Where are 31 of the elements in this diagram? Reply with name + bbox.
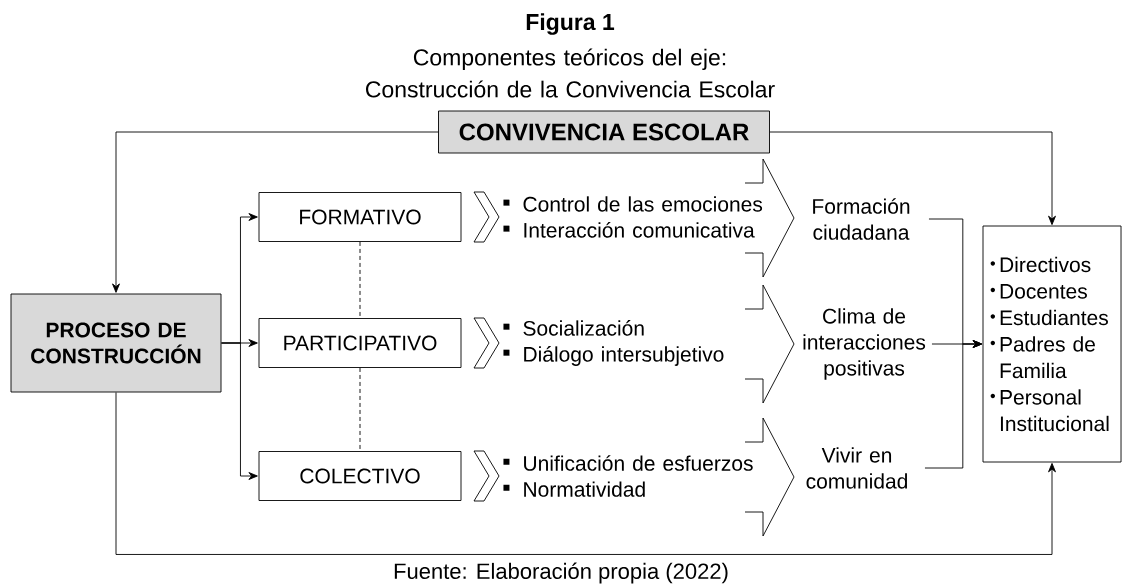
connector-arrow bbox=[112, 131, 439, 293]
connector-arrow bbox=[924, 340, 983, 469]
chevron-arrow bbox=[473, 317, 500, 369]
connector-arrow bbox=[221, 342, 258, 480]
connector-arrow bbox=[769, 131, 1056, 226]
actors-box: Directivos Docentes Estudiantes Padres de Familia Personal Institucional bbox=[982, 225, 1122, 463]
chevron-block: Unificación de esfuerzos Normatividad bbox=[503, 417, 795, 537]
figure-title: Figura 1 bbox=[526, 13, 615, 35]
connector-arrow bbox=[115, 392, 1056, 555]
category-box: COLECTIVO bbox=[258, 451, 462, 501]
source-caption: Fuente: Elaboración propia (2022) bbox=[394, 562, 728, 584]
dashed-line bbox=[359, 241, 361, 319]
category-box: FORMATIVO bbox=[258, 192, 462, 242]
category-box: PARTICIPATIVO bbox=[258, 318, 462, 368]
chevron-arrow bbox=[473, 450, 500, 502]
process-box: PROCESO DE CONSTRUCCIÓN bbox=[10, 293, 222, 393]
chevron-block: Socialización Diálogo intersubjetivo bbox=[503, 284, 795, 404]
figure-subtitle: Componentes teóricos del eje: Construcción de la Convivencia Escolar bbox=[366, 48, 775, 98]
node-label: Diálogo intersubjetivo bbox=[524, 346, 724, 366]
outcome-text: Clima de interacciones positivas bbox=[803, 308, 926, 380]
outcome-text: Vivir en comunidad bbox=[806, 447, 907, 489]
chevron-arrow bbox=[473, 191, 500, 243]
node-label: Interacción comunicativa bbox=[524, 222, 755, 238]
node-label: Control de las emociones bbox=[523, 196, 763, 212]
dashed-line bbox=[359, 367, 361, 452]
node-label: Normatividad bbox=[524, 481, 645, 497]
chevron-block: Control de las emociones Interacción comunicativa bbox=[503, 158, 795, 278]
concept-box: CONVIVENCIA ESCOLAR bbox=[438, 110, 770, 154]
outcome-text: Formación ciudadana bbox=[813, 198, 910, 240]
node-label: Socialización bbox=[523, 320, 644, 336]
node-label: Unificación de esfuerzos bbox=[524, 455, 753, 471]
